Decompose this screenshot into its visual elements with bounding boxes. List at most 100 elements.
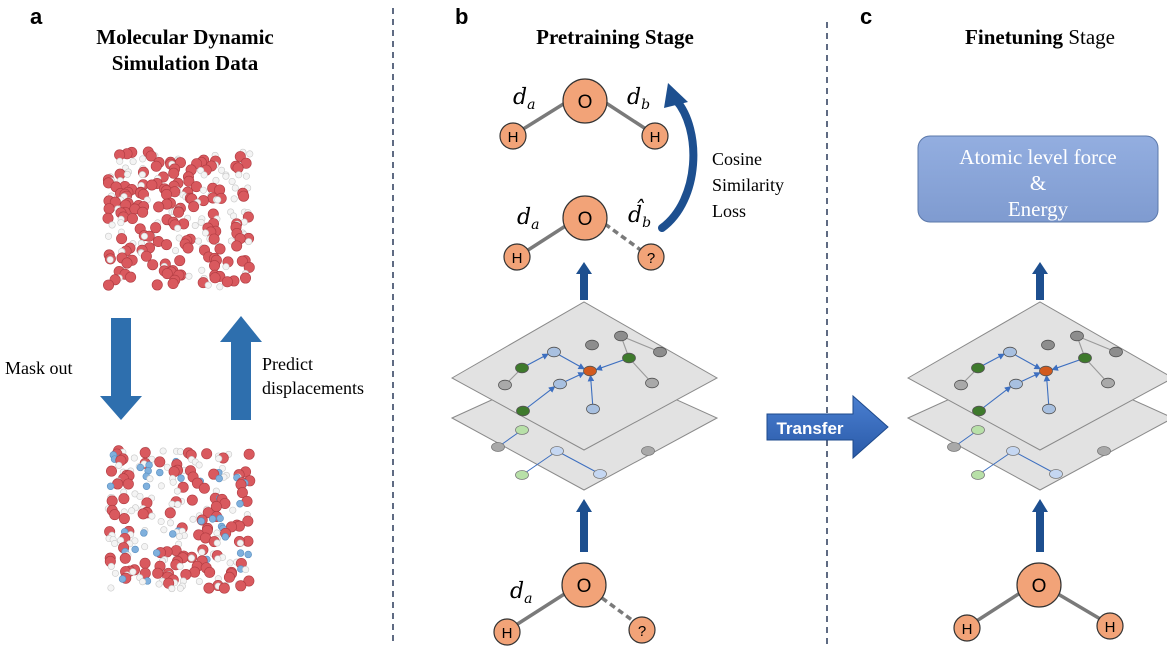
oxygen-atom bbox=[561, 562, 607, 608]
atom-particle bbox=[213, 539, 221, 547]
hydrogen-atom bbox=[953, 614, 981, 642]
atom-particle bbox=[204, 281, 212, 289]
atom-particle bbox=[146, 475, 154, 483]
masked-atom bbox=[637, 243, 665, 271]
atom-particle bbox=[173, 206, 185, 218]
atom-particle bbox=[168, 585, 176, 593]
predict-line2: displacements bbox=[262, 378, 364, 398]
atom-particle bbox=[107, 584, 115, 592]
atom-particle bbox=[137, 206, 149, 218]
atom-particle bbox=[119, 552, 131, 564]
output-box: Atomic level force & Energy bbox=[917, 135, 1159, 223]
atom-particle bbox=[243, 448, 255, 460]
masked-atom-particle bbox=[142, 482, 151, 490]
masked-atom-particle bbox=[236, 549, 245, 557]
masked-atom-particle bbox=[118, 575, 127, 583]
atom-particle bbox=[188, 554, 196, 562]
atom-particle bbox=[226, 559, 234, 567]
atom-particle bbox=[243, 575, 255, 587]
atom-particle bbox=[138, 171, 146, 179]
atom-particle bbox=[108, 221, 116, 229]
graph-node bbox=[1039, 365, 1053, 377]
atom-particle bbox=[103, 279, 115, 291]
hydrogen-atom bbox=[493, 618, 521, 646]
atom-particle bbox=[191, 221, 199, 229]
graph-node bbox=[515, 425, 529, 435]
transfer-label: Transfer bbox=[776, 419, 843, 438]
atom-particle bbox=[130, 454, 138, 462]
atom-particle bbox=[197, 218, 205, 226]
graph-node bbox=[516, 405, 530, 417]
atom-particle bbox=[141, 543, 149, 551]
graph-node bbox=[593, 469, 607, 479]
water-molecule-input-masked: O H ? da bbox=[493, 562, 656, 646]
atom-particle bbox=[246, 150, 254, 158]
graph-node bbox=[614, 330, 628, 342]
graph-node bbox=[1101, 377, 1115, 389]
atom-particle bbox=[150, 222, 162, 234]
water-molecule-target: O H H da db bbox=[499, 78, 669, 150]
gnn-layers-finetuning bbox=[906, 301, 1167, 491]
atom-particle bbox=[153, 201, 165, 213]
atom-particle bbox=[174, 255, 186, 267]
atom-particle bbox=[199, 186, 207, 194]
atom-particle bbox=[198, 266, 206, 274]
graph-node bbox=[1097, 446, 1111, 456]
md-simulation-box-top bbox=[102, 146, 255, 291]
graph-node bbox=[1078, 352, 1092, 364]
atom-particle bbox=[157, 482, 165, 490]
atom-particle bbox=[236, 487, 248, 499]
masked-atom-particle bbox=[208, 515, 217, 523]
hydrogen-label: H bbox=[508, 129, 519, 146]
atom-particle bbox=[148, 512, 156, 520]
atom-particle bbox=[168, 167, 180, 179]
atom-particle bbox=[105, 465, 117, 477]
atom-particle bbox=[173, 487, 181, 495]
atom-particle bbox=[102, 212, 114, 224]
distance-da-label: da bbox=[510, 579, 532, 607]
atom-particle bbox=[209, 260, 221, 272]
atom-particle bbox=[128, 507, 136, 515]
masked-atom-particle bbox=[156, 468, 164, 477]
atom-particle bbox=[174, 500, 182, 508]
masked-atom-particle bbox=[169, 530, 177, 538]
atom-particle bbox=[213, 529, 221, 537]
atom-particle bbox=[140, 232, 148, 240]
atom-particle bbox=[125, 271, 137, 283]
atom-particle bbox=[129, 568, 137, 576]
atom-particle bbox=[103, 203, 115, 215]
atom-particle bbox=[229, 506, 237, 514]
atom-particle bbox=[230, 195, 238, 203]
transfer-arrow: Transfer bbox=[766, 394, 889, 460]
atom-particle bbox=[216, 283, 224, 291]
distance-da-label: da bbox=[517, 205, 539, 233]
atom-particle bbox=[147, 259, 159, 271]
atom-particle bbox=[203, 582, 215, 594]
atom-particle bbox=[122, 478, 134, 490]
graph-node bbox=[954, 379, 968, 391]
graph-node bbox=[1070, 330, 1084, 342]
masked-atom-particle bbox=[177, 474, 185, 482]
atom-particle bbox=[182, 242, 194, 254]
masked-atom-particle bbox=[216, 514, 224, 523]
graph-node bbox=[583, 365, 597, 377]
atom-particle bbox=[129, 158, 137, 166]
atom-particle bbox=[238, 190, 250, 202]
atom-particle bbox=[163, 463, 171, 471]
panel-c-title-rest: Stage bbox=[1063, 25, 1115, 49]
masked-atom-particle bbox=[236, 500, 244, 508]
atom-particle bbox=[208, 233, 220, 245]
atom-particle bbox=[167, 278, 179, 290]
atom-particle bbox=[198, 548, 206, 556]
atom-particle bbox=[200, 171, 208, 179]
atom-particle bbox=[176, 562, 184, 570]
atom-particle bbox=[240, 272, 252, 284]
atom-particle bbox=[166, 519, 174, 527]
atom-particle bbox=[139, 447, 151, 459]
atom-particle bbox=[231, 184, 239, 192]
atom-particle bbox=[242, 566, 250, 574]
atom-particle bbox=[202, 229, 210, 237]
graph-node bbox=[586, 403, 600, 415]
up-arrow-input-c bbox=[1032, 499, 1048, 552]
atom-particle bbox=[161, 268, 173, 280]
